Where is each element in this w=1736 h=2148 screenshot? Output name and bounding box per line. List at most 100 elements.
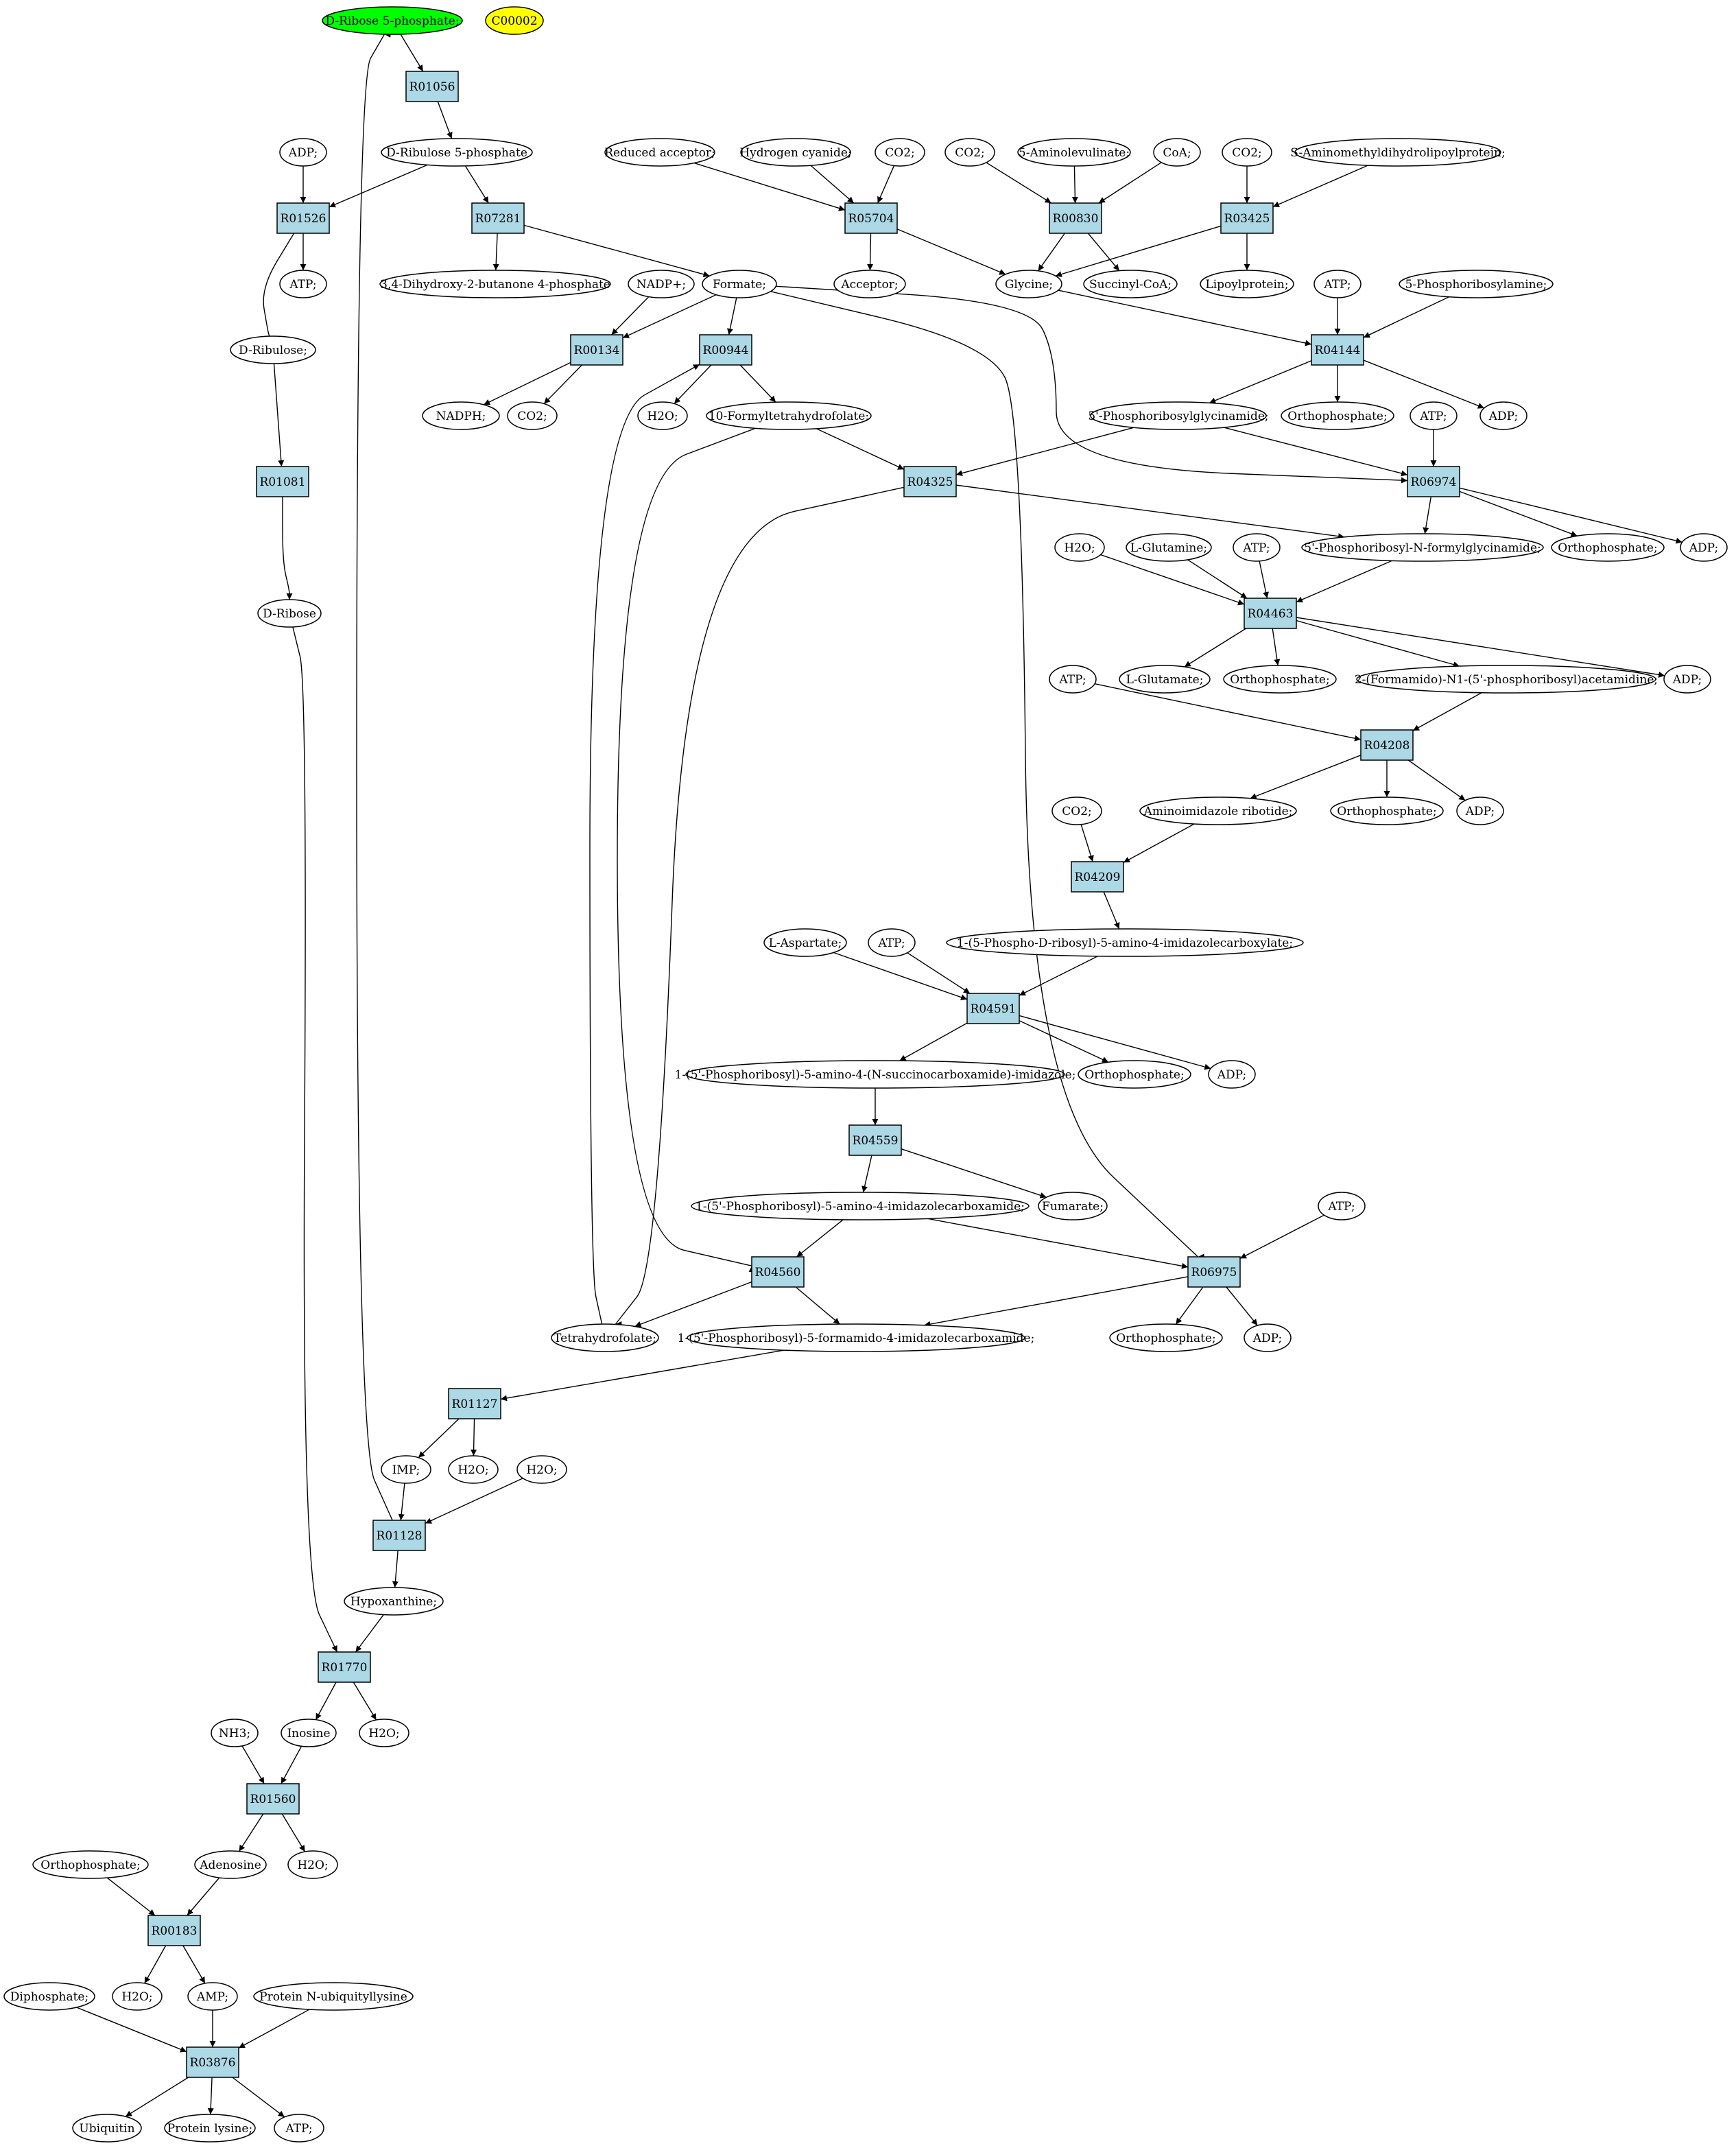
metabolite-node-m64[interactable]: Hypoxanthine; — [344, 1587, 444, 1616]
reaction-node-r24[interactable]: R00183 — [147, 1915, 201, 1946]
metabolite-node-m5[interactable]: Reduced acceptor; — [604, 138, 715, 167]
metabolite-node-m51[interactable]: 1-(5'-Phosphoribosyl)-5-amino-4-(N-succi… — [675, 1060, 1076, 1089]
metabolite-node-m9[interactable]: 5-Aminolevulinate; — [1017, 138, 1131, 167]
metabolite-node-m4[interactable]: D-Ribulose 5-phosphate — [381, 138, 533, 167]
reaction-node-r4[interactable]: R05704 — [844, 202, 898, 234]
metabolite-node-m28[interactable]: 5'-Phosphoribosylglycinamide; — [1088, 401, 1269, 430]
reaction-node-r22[interactable]: R01770 — [318, 1651, 371, 1683]
metabolite-node-m14[interactable]: 3,4-Dihydroxy-2-butanone 4-phosphate — [379, 270, 611, 298]
metabolite-node-m75[interactable]: Ubiquitin — [72, 2114, 142, 2143]
metabolite-node-m70[interactable]: H2O; — [287, 1850, 338, 1879]
reaction-node-r12[interactable]: R06974 — [1407, 466, 1460, 497]
metabolite-node-m73[interactable]: AMP; — [187, 1982, 238, 2011]
reaction-node-r19[interactable]: R06975 — [1187, 1256, 1241, 1288]
metabolite-node-m1[interactable]: D-Ribose 5-phosphate; — [322, 6, 463, 35]
metabolite-node-m21[interactable]: ATP; — [1313, 270, 1362, 298]
metabolite-node-m7[interactable]: CO2; — [875, 138, 925, 167]
metabolite-node-m32[interactable]: H2O; — [1054, 533, 1105, 562]
reaction-node-r1[interactable]: R01056 — [405, 71, 459, 102]
metabolite-node-m72[interactable]: H2O; — [112, 1982, 163, 2011]
reaction-node-r18[interactable]: R04560 — [751, 1256, 805, 1288]
metabolite-node-m35[interactable]: 5'-Phosphoribosyl-N-formylglycinamide; — [1301, 533, 1544, 562]
metabolite-node-m26[interactable]: H2O; — [637, 401, 688, 430]
reaction-node-r5[interactable]: R00830 — [1049, 202, 1102, 234]
reaction-node-r9[interactable]: R04144 — [1311, 334, 1364, 366]
metabolite-node-m47[interactable]: ADP; — [1456, 796, 1504, 825]
metabolite-node-m60[interactable]: ADP; — [1244, 1323, 1292, 1352]
reaction-node-r16[interactable]: R04591 — [966, 993, 1020, 1024]
metabolite-node-m30[interactable]: ATP; — [1410, 401, 1458, 430]
metabolite-node-m67[interactable]: H2O; — [359, 1719, 409, 1747]
metabolite-node-m68[interactable]: Orthophosphate; — [32, 1850, 149, 1879]
reaction-node-r23[interactable]: R01560 — [246, 1783, 300, 1815]
reaction-node-r17[interactable]: R04559 — [848, 1124, 902, 1156]
reaction-node-r13[interactable]: R04463 — [1244, 598, 1297, 629]
metabolite-node-m43[interactable]: ADP; — [1663, 665, 1711, 694]
metabolite-node-m40[interactable]: L-Glutamate; — [1119, 665, 1211, 694]
metabolite-node-m69[interactable]: Adenosine — [194, 1850, 267, 1879]
metabolite-node-m23[interactable]: D-Ribulose; — [230, 335, 316, 364]
metabolite-node-m57[interactable]: Tetrahydrofolate; — [551, 1323, 659, 1352]
metabolite-node-m45[interactable]: Aminoimidazole ribotide; — [1139, 796, 1297, 825]
metabolite-node-m10[interactable]: CoA; — [1153, 138, 1201, 167]
reaction-node-r25[interactable]: R03876 — [186, 2046, 239, 2078]
metabolite-node-m11[interactable]: CO2; — [1222, 138, 1272, 167]
reaction-node-r6[interactable]: R03425 — [1220, 202, 1274, 234]
metabolite-node-m17[interactable]: Acceptor; — [833, 270, 906, 298]
metabolite-node-m62[interactable]: H2O; — [448, 1455, 499, 1484]
metabolite-node-m39[interactable]: ATP; — [1049, 665, 1097, 694]
reaction-node-r14[interactable]: R04208 — [1360, 729, 1414, 761]
metabolite-node-m41[interactable]: Orthophosphate; — [1223, 665, 1337, 694]
metabolite-node-m20[interactable]: Lipoylprotein; — [1200, 270, 1294, 298]
metabolite-node-m24[interactable]: NADPH; — [422, 401, 500, 430]
reaction-node-r15[interactable]: R04209 — [1071, 861, 1124, 893]
reaction-node-r3[interactable]: R07281 — [471, 202, 525, 234]
metabolite-node-m29[interactable]: Orthophosphate; — [1281, 401, 1394, 430]
metabolite-node-m56[interactable]: ATP; — [1318, 1192, 1366, 1220]
metabolite-node-m58[interactable]: 1-(5'-Phosphoribosyl)-5-formamido-4-imid… — [678, 1323, 1035, 1352]
reaction-node-r7[interactable]: R00134 — [570, 334, 623, 366]
metabolite-node-m76[interactable]: Protein lysine; — [164, 2114, 256, 2143]
metabolite-node-m59[interactable]: Orthophosphate; — [1109, 1323, 1223, 1352]
metabolite-node-m2[interactable]: C00002 — [485, 6, 544, 35]
metabolite-node-m31[interactable]: ADP; — [1479, 401, 1527, 430]
metabolite-node-m61[interactable]: IMP; — [381, 1455, 431, 1484]
metabolite-node-m44[interactable]: CO2; — [1051, 796, 1102, 825]
metabolite-node-m74[interactable]: Protein N-ubiquityllysine — [253, 1982, 414, 2011]
metabolite-node-m46[interactable]: Orthophosphate; — [1330, 796, 1444, 825]
metabolite-node-m3[interactable]: ADP; — [279, 138, 327, 167]
reaction-node-r2[interactable]: R01526 — [276, 202, 330, 234]
metabolite-node-m18[interactable]: Glycine; — [995, 270, 1062, 298]
reaction-node-r10[interactable]: R01081 — [256, 466, 309, 497]
metabolite-node-m38[interactable]: D-Ribose — [257, 599, 322, 628]
reaction-node-r8[interactable]: R00944 — [699, 334, 752, 366]
metabolite-node-m49[interactable]: ATP; — [868, 928, 916, 957]
metabolite-node-m66[interactable]: Inosine — [281, 1719, 337, 1747]
metabolite-node-m12[interactable]: S-Aminomethyldihydrolipoylprotein; — [1290, 138, 1506, 167]
metabolite-node-m6[interactable]: Hydrogen cyanide; — [739, 138, 852, 167]
metabolite-node-m8[interactable]: CO2; — [944, 138, 995, 167]
reaction-node-r21[interactable]: R01128 — [372, 1520, 426, 1551]
metabolite-node-m77[interactable]: ATP; — [274, 2114, 324, 2143]
metabolite-node-m48[interactable]: L-Aspartate; — [763, 928, 847, 957]
metabolite-node-m53[interactable]: ADP; — [1208, 1060, 1256, 1089]
metabolite-node-m16[interactable]: Formate; — [702, 270, 777, 298]
metabolite-node-m50[interactable]: 1-(5-Phospho-D-ribosyl)-5-amino-4-imidaz… — [946, 928, 1304, 957]
metabolite-node-m27[interactable]: 10-Formyltetrahydrofolate; — [706, 401, 872, 430]
metabolite-node-m15[interactable]: NADP+; — [628, 270, 695, 298]
metabolite-node-m52[interactable]: Orthophosphate; — [1078, 1060, 1191, 1089]
metabolite-node-m13[interactable]: ATP; — [279, 270, 327, 298]
metabolite-node-m36[interactable]: Orthophosphate; — [1551, 533, 1665, 562]
reaction-node-r20[interactable]: R01127 — [448, 1388, 501, 1419]
metabolite-node-m34[interactable]: ATP; — [1233, 533, 1281, 562]
metabolite-node-m71[interactable]: Diphosphate; — [3, 1982, 95, 2011]
metabolite-node-m65[interactable]: NH3; — [211, 1719, 259, 1747]
metabolite-node-m55[interactable]: Fumarate; — [1038, 1192, 1108, 1220]
metabolite-node-m54[interactable]: 1-(5'-Phosphoribosyl)-5-amino-4-imidazol… — [691, 1192, 1030, 1220]
reaction-node-r11[interactable]: R04325 — [903, 466, 957, 497]
metabolite-node-m37[interactable]: ADP; — [1680, 533, 1728, 562]
metabolite-node-m33[interactable]: L-Glutamine; — [1126, 533, 1212, 562]
metabolite-node-m42[interactable]: 2-(Formamido)-N1-(5'-phosphoribosyl)acet… — [1355, 665, 1658, 694]
metabolite-node-m63[interactable]: H2O; — [516, 1455, 567, 1484]
metabolite-node-m19[interactable]: Succinyl-CoA; — [1083, 270, 1178, 298]
